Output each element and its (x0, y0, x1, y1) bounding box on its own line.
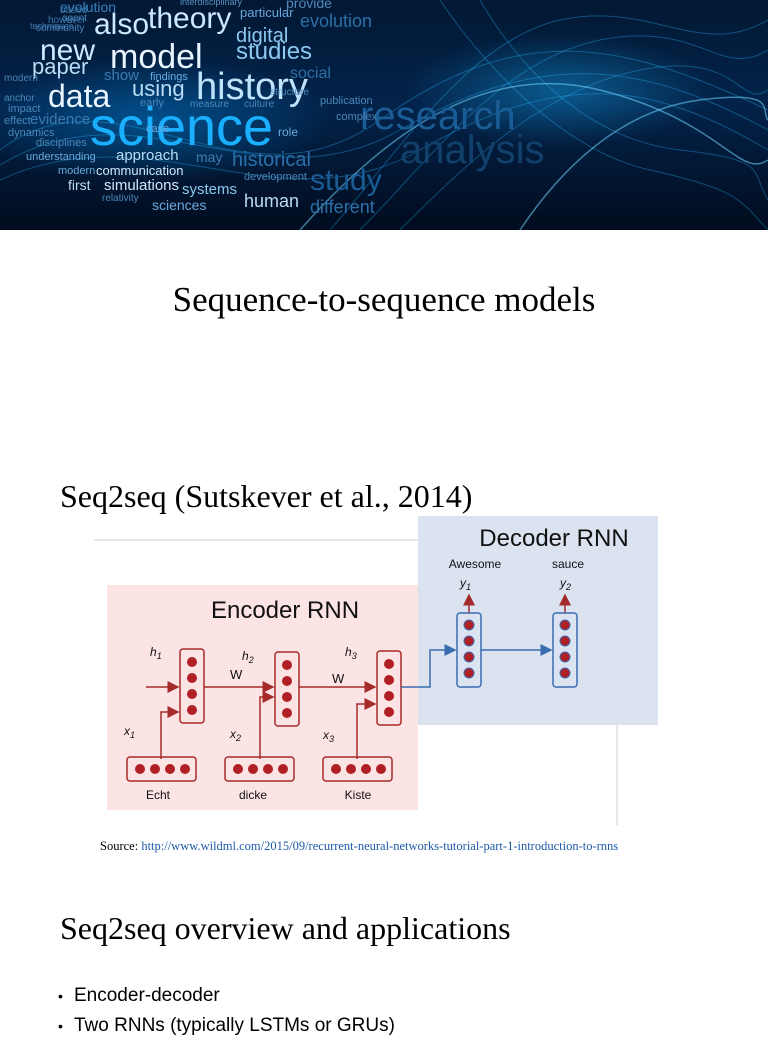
word-cloud-word: effect (4, 116, 31, 127)
word-cloud-word: also (94, 10, 149, 40)
source-citation: Source: http://www.wildml.com/2015/09/re… (100, 839, 618, 854)
bullet-icon: • (58, 1012, 63, 1040)
section-heading-overview: Seq2seq overview and applications (60, 910, 511, 947)
word-cloud-word: techniques (30, 22, 74, 31)
word-cloud-word: historical (232, 150, 311, 170)
list-item: • Two RNNs (typically LSTMs or GRUs) (58, 1012, 395, 1042)
word-cloud-word: social (290, 66, 331, 82)
word-cloud-word: study (310, 166, 382, 196)
word-cloud-word: modern (58, 166, 95, 177)
word-cloud-word: modern (4, 74, 38, 84)
word-cloud-word: approach (116, 148, 179, 163)
decoder-label: Decoder RNN (479, 525, 628, 552)
word-cloud-word: provide (286, 0, 332, 10)
input-word: dicke (239, 788, 267, 802)
word-cloud-word: evolution (300, 12, 372, 30)
slide-title: Sequence-to-sequence models (0, 280, 768, 320)
word-cloud-word: interdisciplinary (180, 0, 242, 7)
seq2seq-diagram: Decoder RNN Encoder RNN Awesome sauce y1… (0, 515, 768, 830)
section-heading-seq2seq: Seq2seq (Sutskever et al., 2014) (60, 478, 472, 515)
word-cloud-word: human (244, 192, 299, 210)
word-cloud-word: communication (96, 164, 183, 177)
word-cloud-word: digital (236, 26, 288, 46)
word-cloud-word: systems (182, 182, 237, 197)
header-banner-image: evolution also theory particular interdi… (0, 0, 768, 230)
output-word: Awesome (449, 557, 502, 571)
source-label: Source: (100, 839, 138, 853)
list-item-text: Encoder-decoder (74, 985, 220, 1006)
weight-label: W (332, 671, 345, 686)
word-cloud-word: simulations (104, 178, 179, 193)
word-cloud-word: analysis (400, 130, 545, 170)
word-cloud-word: structure (270, 88, 309, 98)
word-cloud-word: based (60, 6, 87, 16)
word-cloud-word: different (310, 198, 375, 216)
word-cloud-word: theory (148, 4, 231, 34)
word-cloud-word: may (196, 150, 222, 164)
source-link[interactable]: http://www.wildml.com/2015/09/recurrent-… (141, 839, 618, 853)
bullet-icon: • (58, 982, 63, 1010)
list-item-text: Two RNNs (typically LSTMs or GRUs) (74, 1015, 395, 1036)
encoder-label: Encoder RNN (211, 597, 359, 624)
word-cloud-word: complex (336, 112, 377, 123)
word-cloud-word: first (68, 178, 91, 192)
word-cloud-word: relativity (102, 194, 139, 204)
word-cloud-word: understanding (26, 152, 96, 163)
word-cloud-word: disciplines (36, 138, 87, 149)
input-word: Kiste (345, 788, 372, 802)
output-word: sauce (552, 557, 584, 571)
word-cloud-word: evidence (30, 112, 90, 127)
word-cloud-word: case (146, 124, 169, 135)
word-cloud-word: paper (32, 56, 88, 78)
word-cloud-word: development (244, 172, 307, 183)
word-cloud-word: sciences (152, 198, 206, 212)
word-cloud-word: role (278, 126, 298, 138)
weight-label: W (230, 667, 243, 682)
input-word: Echt (146, 788, 171, 802)
bullet-list: • Encoder-decoder • Two RNNs (typically LS… (58, 982, 395, 1042)
list-item: • Encoder-decoder (58, 982, 395, 1012)
word-cloud-word: science (90, 100, 273, 154)
